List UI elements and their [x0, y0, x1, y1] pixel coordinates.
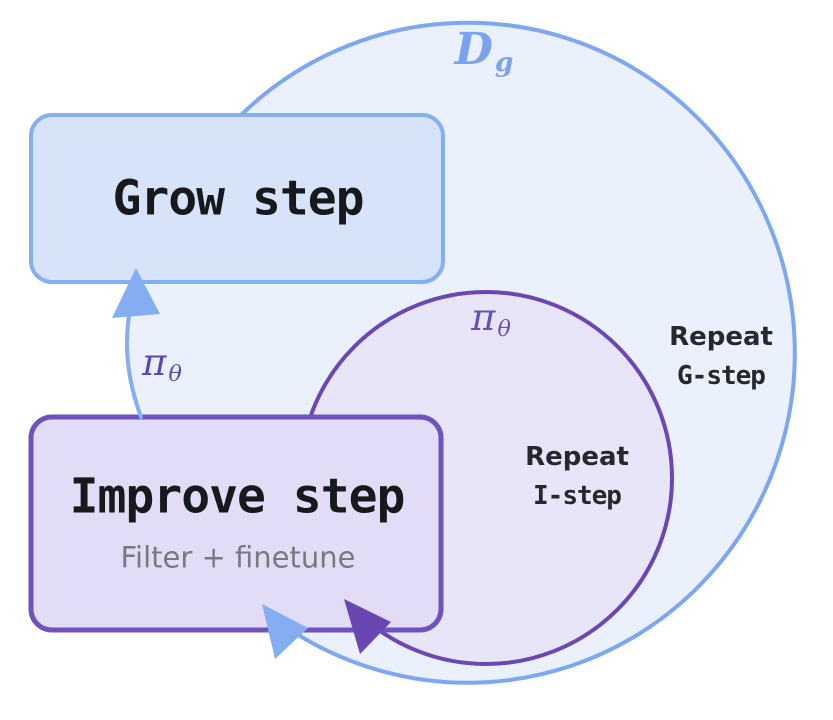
dataset-label-main: D — [454, 24, 493, 76]
outer-cycle-arrowhead-icon — [262, 604, 308, 659]
inner-policy-label-sub: θ — [497, 316, 511, 343]
policy-arrow-label: πθ — [142, 341, 182, 388]
dataset-label: Dg — [454, 24, 514, 79]
improve-step-subtitle: Filter + finetune — [120, 540, 356, 575]
inner-cycle-arrowhead-icon — [344, 599, 391, 654]
grow-step-box — [29, 113, 445, 284]
repeat-i-step-label: Repeat I-step — [525, 438, 629, 516]
repeat-i-step-line2: I-step — [533, 481, 622, 511]
policy-arrow-label-sub: θ — [168, 361, 182, 388]
inner-policy-label-main: π — [471, 296, 496, 340]
outer-cycle-fill-filler — [126, 293, 170, 417]
dataset-label-sub: g — [494, 47, 514, 79]
improve-step-title: Improve step — [69, 468, 406, 525]
grow-step-title: Grow step — [112, 170, 364, 227]
improve-step-box — [28, 414, 444, 633]
outer-cycle-arc — [238, 20, 797, 685]
repeat-g-step-line2: G-step — [677, 361, 766, 391]
repeat-g-step-label: Repeat G-step — [669, 318, 773, 396]
inner-policy-label: πθ — [471, 296, 511, 343]
policy-arrowhead-icon — [112, 268, 160, 318]
policy-arrow-label-main: π — [142, 341, 167, 385]
repeat-i-step-line1: Repeat — [525, 442, 629, 472]
repeat-g-step-line1: Repeat — [669, 322, 773, 352]
